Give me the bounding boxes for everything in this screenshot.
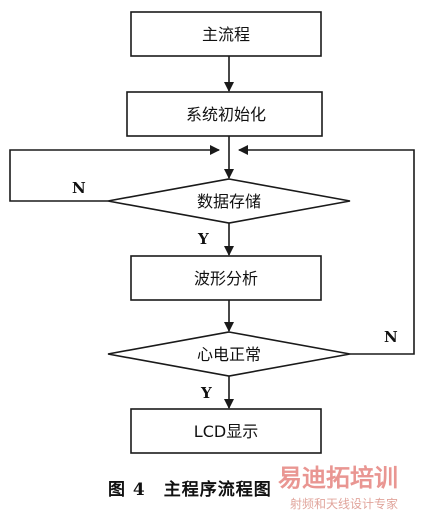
analyze-label: 波形分析 (194, 269, 258, 288)
init-label: 系统初始化 (186, 105, 266, 124)
store-no-label: N (72, 179, 86, 197)
store-no-loop-line (9, 145, 220, 202)
analyze-box (130, 255, 322, 301)
watermark-brand: 易迪拓培训 (278, 464, 398, 492)
watermark-tagline: 射频和天线设计专家 (290, 496, 398, 511)
init-box (126, 91, 323, 137)
lcd-label: LCD显示 (194, 422, 258, 441)
ecg-no-loop-line (238, 145, 415, 355)
main-process-label: 主流程 (202, 25, 250, 44)
lcd-box (130, 408, 322, 454)
figure-caption: 图 4 主程序流程图 (108, 479, 272, 500)
store-yes-label: Y (197, 230, 209, 248)
main-process-box (130, 11, 322, 57)
ecg-yes-label: Y (200, 384, 212, 402)
ecg-decision-label: 心电正常 (197, 345, 261, 364)
store-decision-label: 数据存储 (197, 192, 261, 211)
ecg-no-label: N (384, 328, 398, 346)
